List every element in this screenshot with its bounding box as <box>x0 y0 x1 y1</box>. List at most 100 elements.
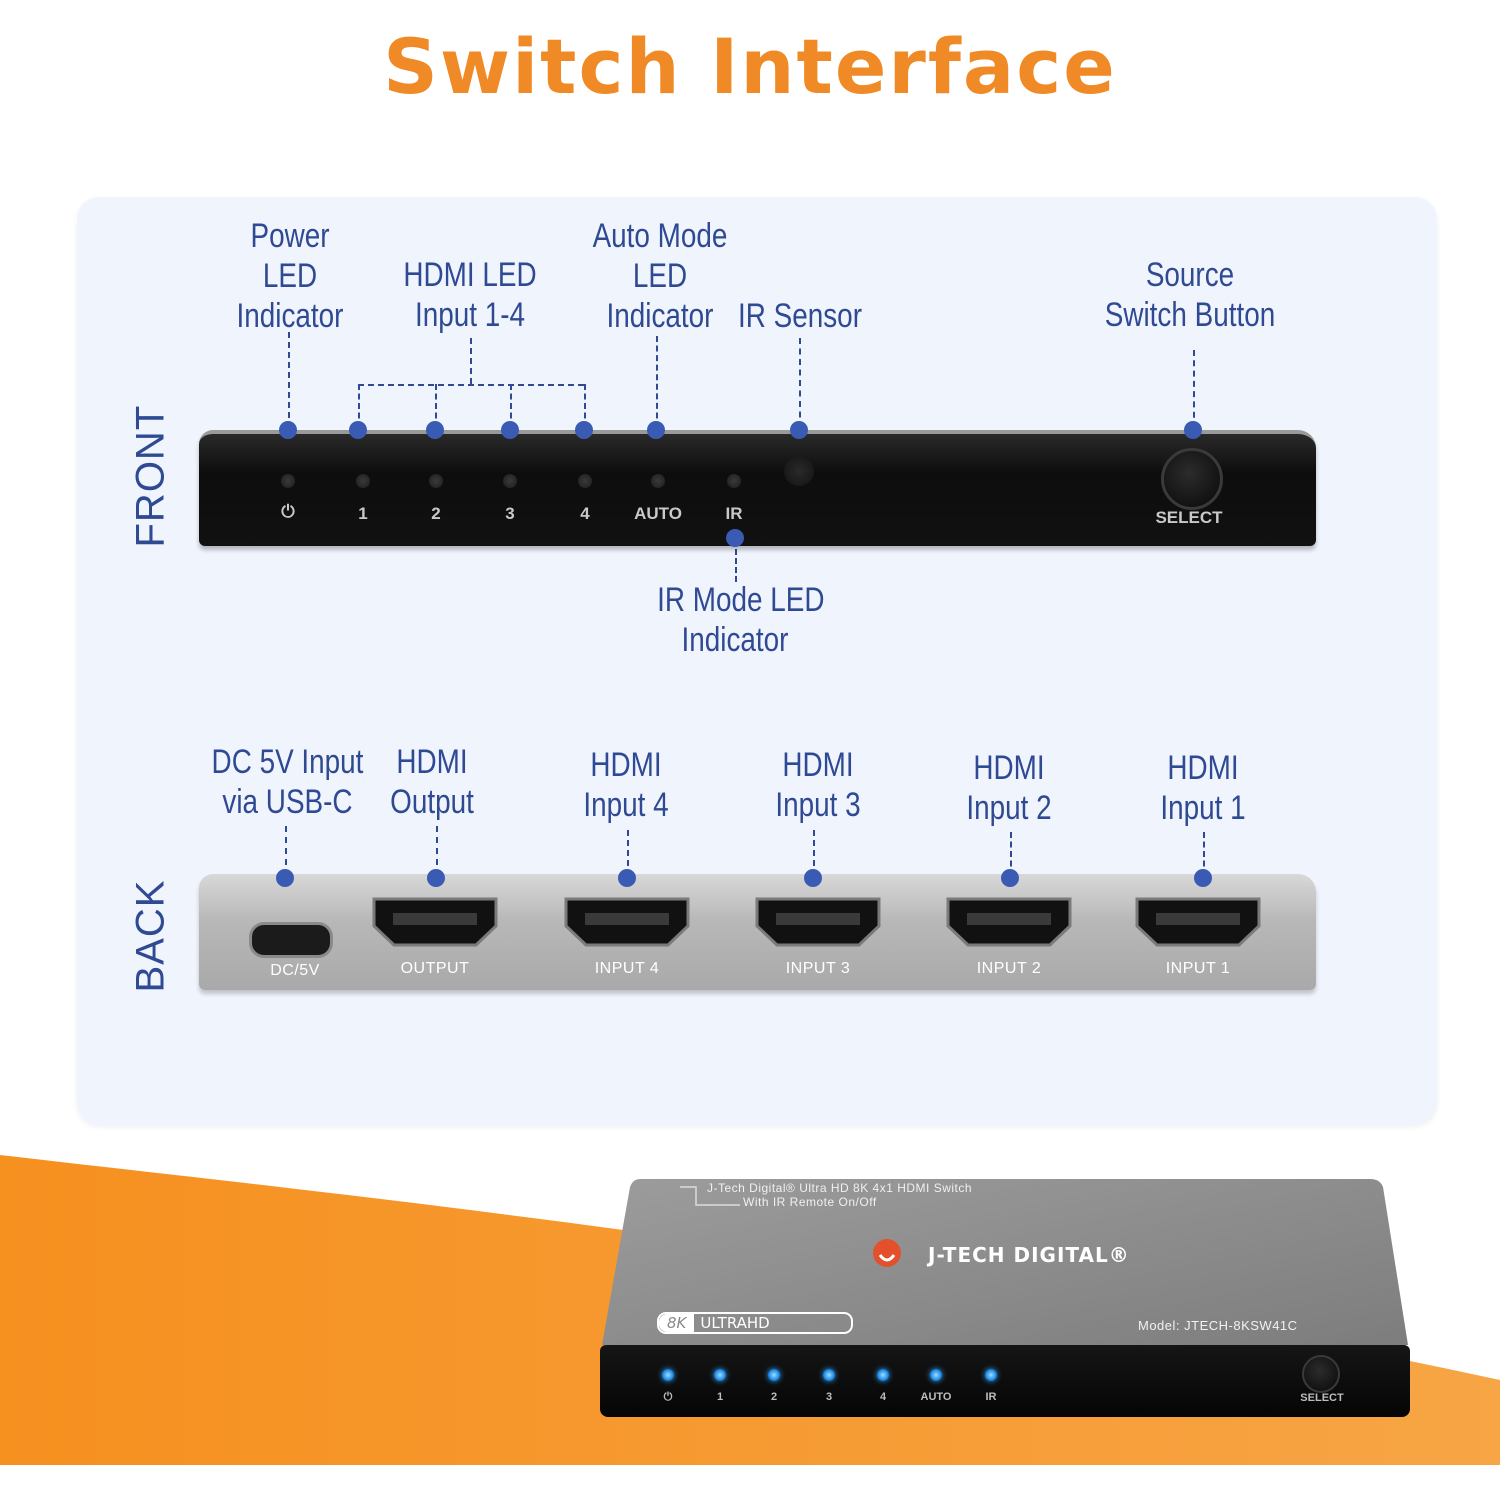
label-4: 4 <box>580 504 590 523</box>
leader-hdmi-1 <box>358 384 360 428</box>
leader-output <box>436 826 438 876</box>
dot-auto <box>647 421 665 439</box>
photo-label-3: 3 <box>825 1391 833 1403</box>
label-1: 1 <box>358 504 368 523</box>
photo-label-select: SELECT <box>1300 1392 1344 1404</box>
dot-select <box>1184 421 1202 439</box>
leader-hdmi-2 <box>435 384 437 428</box>
ir-sensor <box>784 456 814 486</box>
label-input3: INPUT 3 <box>785 960 851 977</box>
hdmi-input3-port <box>755 897 881 947</box>
leader-hdmi-bar <box>358 384 584 386</box>
photo-led-4 <box>877 1369 889 1381</box>
input3-led <box>503 474 517 488</box>
front-side-label: FRONT <box>128 404 173 548</box>
photo-led-ir <box>985 1369 997 1381</box>
leader-dc <box>285 826 287 876</box>
dot-in2 <box>426 421 444 439</box>
callout-ir-sensor: IR Sensor <box>738 297 862 335</box>
page-title: Switch Interface <box>383 22 1117 111</box>
label-select: SELECT <box>1155 508 1223 527</box>
dot-in4-back <box>618 869 636 887</box>
auto-led <box>651 474 665 488</box>
photo-label-4: 4 <box>879 1391 887 1403</box>
model-number: Model: JTECH-8KSW41C <box>1138 1318 1298 1333</box>
label-auto: AUTO <box>634 504 682 523</box>
photo-led-auto <box>930 1369 942 1381</box>
photo-label-2: 2 <box>770 1391 778 1403</box>
front-panel-device: ⏻ 1 2 3 4 AUTO IR SELECT <box>199 430 1316 546</box>
input1-led <box>356 474 370 488</box>
leader-hdmi-3 <box>510 384 512 428</box>
photo-led-2 <box>768 1369 780 1381</box>
photo-led-3 <box>823 1369 835 1381</box>
back-side-label: BACK <box>128 879 173 993</box>
hdmi-input2-port <box>946 897 1072 947</box>
label-output: OUTPUT <box>400 960 470 977</box>
dot-dc <box>276 869 294 887</box>
back-panel-device: DC/5V OUTPUT INPUT 4 INPUT 3 INPUT 2 INP… <box>199 874 1316 990</box>
label-ir: IR <box>725 504 743 523</box>
leader-in1 <box>1203 832 1205 876</box>
leader-in4 <box>627 830 629 876</box>
leader-ir-mode <box>735 540 737 582</box>
leader-hdmi-stem <box>470 338 472 384</box>
dot-power <box>279 421 297 439</box>
brand-logo-text: J-TECH DIGITAL® <box>928 1243 1130 1267</box>
product-front-panel: ⏻ 1 2 3 4 AUTO IR SELECT <box>600 1345 1410 1417</box>
label-2: 2 <box>431 504 441 523</box>
leader-auto <box>656 336 658 428</box>
hdmi-output-port <box>372 897 498 947</box>
photo-label-auto: AUTO <box>920 1391 952 1403</box>
usb-c-port <box>249 922 333 958</box>
photo-label-ir: IR <box>985 1391 997 1403</box>
dot-ir-sensor <box>790 421 808 439</box>
dot-ir-mode <box>726 529 744 547</box>
input4-led <box>578 474 592 488</box>
label-3: 3 <box>505 504 515 523</box>
photo-power-icon: ⏻ <box>663 1391 673 1403</box>
dot-in3-back <box>804 869 822 887</box>
dot-output <box>427 869 445 887</box>
leader-select <box>1193 350 1195 428</box>
dot-in1-back <box>1194 869 1212 887</box>
photo-select-button[interactable] <box>1302 1355 1340 1393</box>
leader-hdmi-4 <box>584 384 586 428</box>
dot-in3 <box>501 421 519 439</box>
product-name-line1: J-Tech Digital® Ultra HD 8K 4x1 HDMI Swi… <box>707 1181 973 1195</box>
label-input2: INPUT 2 <box>976 960 1042 977</box>
ir-led <box>727 474 741 488</box>
label-input4: INPUT 4 <box>594 960 660 977</box>
photo-label-1: 1 <box>716 1391 724 1403</box>
leader-in3 <box>813 830 815 876</box>
input2-led <box>429 474 443 488</box>
product-photo <box>602 1179 1408 1345</box>
dot-in2-back <box>1001 869 1019 887</box>
leader-ir-sensor <box>799 338 801 428</box>
power-led <box>281 474 295 488</box>
dot-in4 <box>575 421 593 439</box>
select-button[interactable] <box>1161 448 1223 510</box>
hdmi-input1-port <box>1135 897 1261 947</box>
leader-in2 <box>1010 832 1012 876</box>
hdmi-input4-port <box>564 897 690 947</box>
leader-power <box>288 332 290 428</box>
label-dc5v: DC/5V <box>270 962 320 979</box>
product-name-line2: With IR Remote On/Off <box>743 1195 877 1209</box>
photo-led-1 <box>714 1369 726 1381</box>
photo-led-power <box>662 1369 674 1381</box>
power-icon: ⏻ <box>281 502 295 521</box>
dot-in1 <box>349 421 367 439</box>
